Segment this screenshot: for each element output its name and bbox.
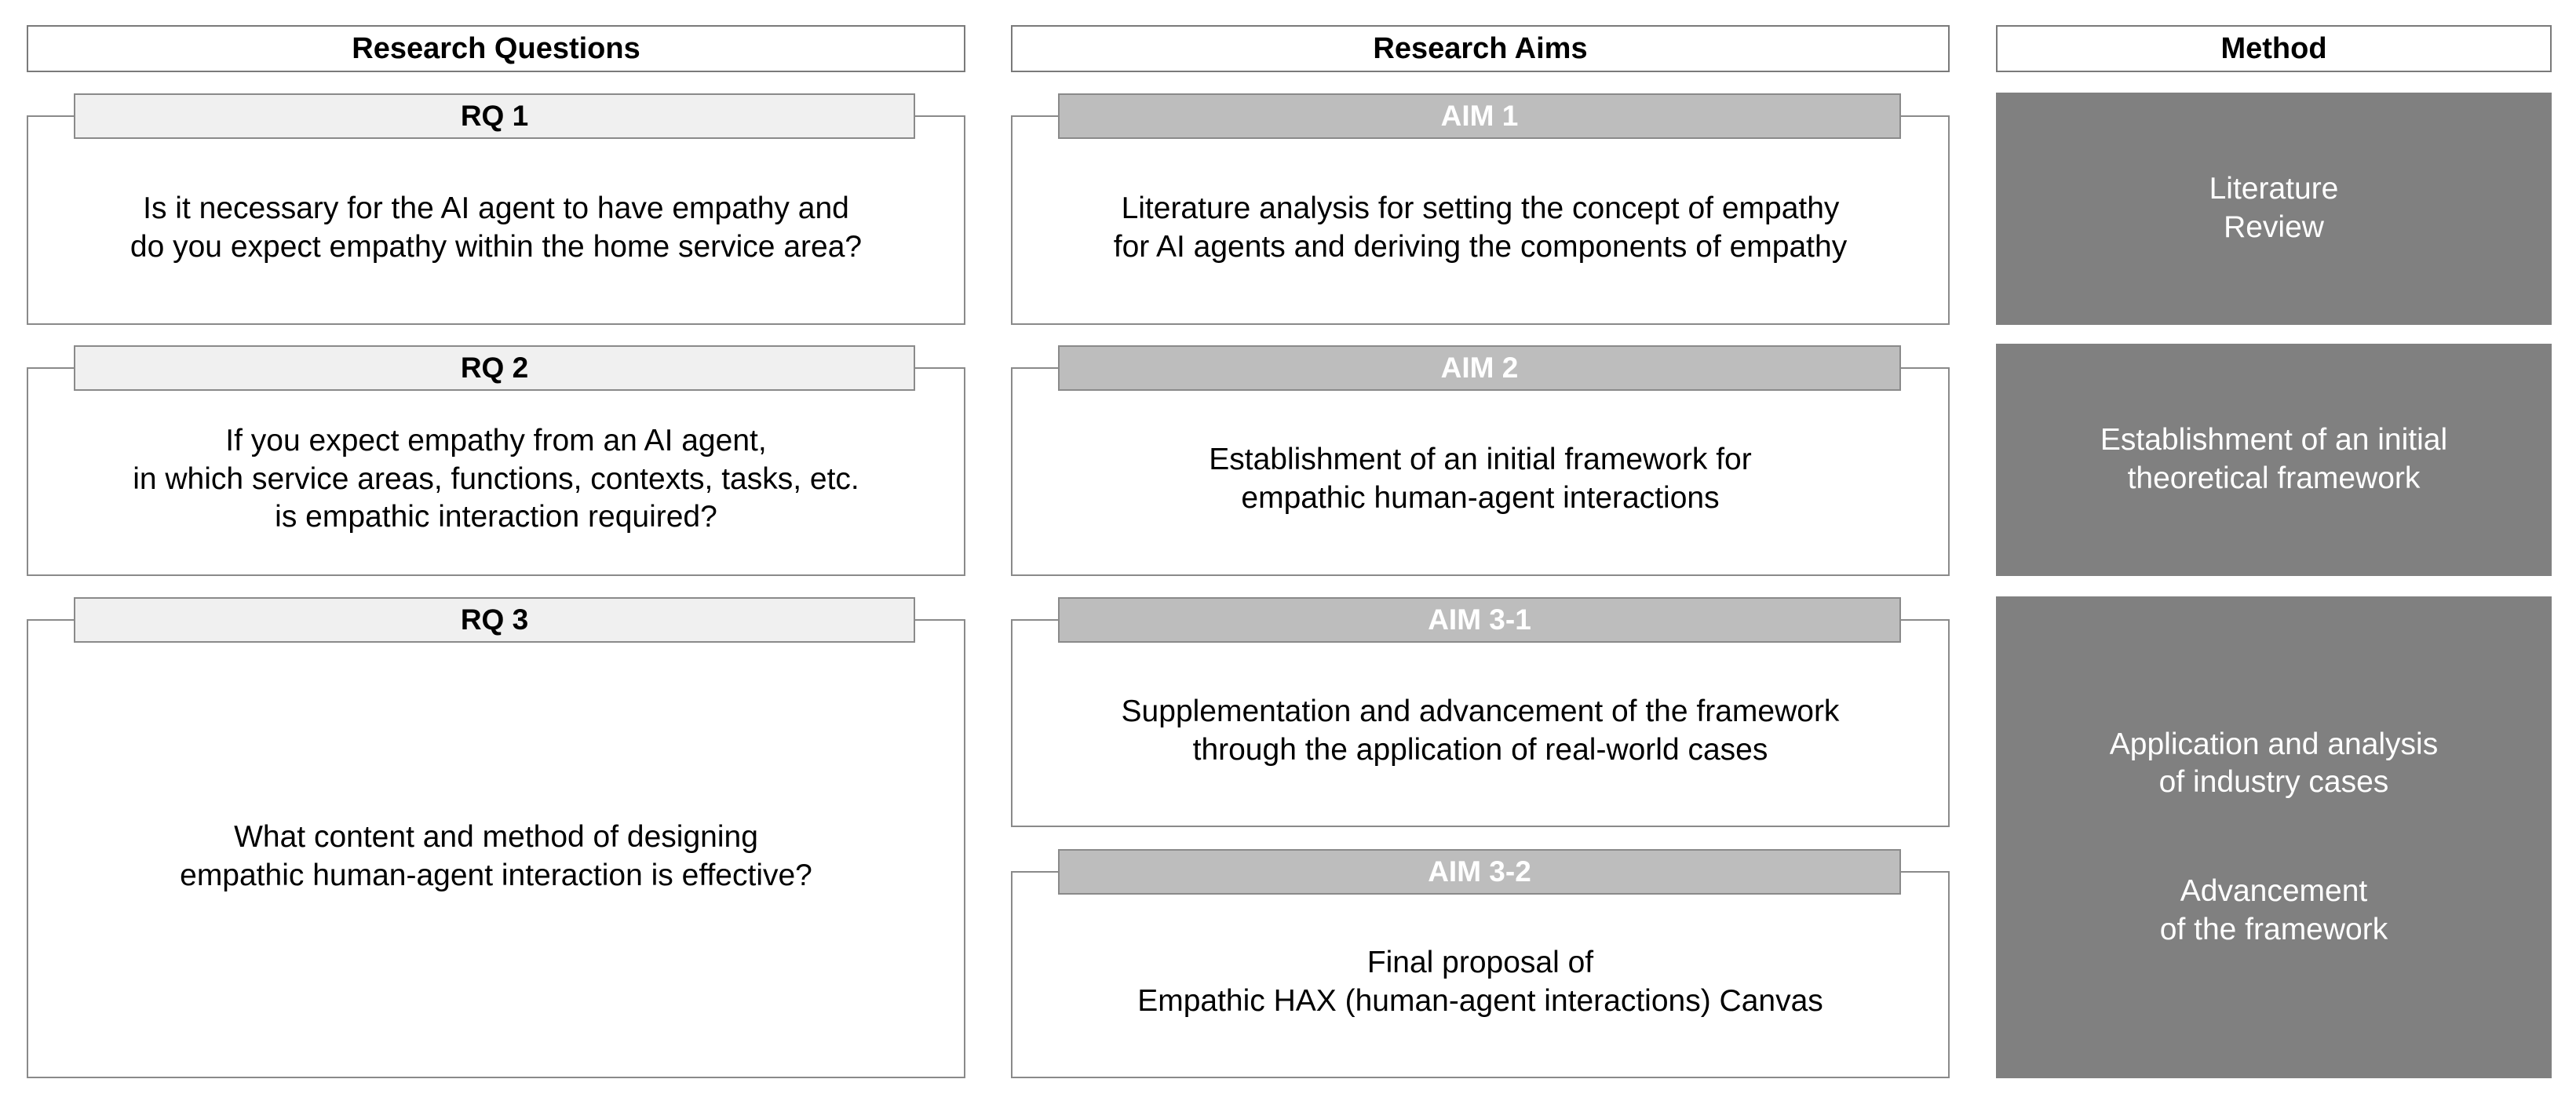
rq-3-line: empathic human-agent interaction is effe… (180, 858, 812, 892)
aim-1-label: AIM 1 (1440, 100, 1519, 132)
rq-2-line: is empathic interaction required? (275, 500, 717, 534)
aim-2-tab: AIM 2 (1058, 345, 1901, 391)
rq-1-label: RQ 1 (460, 100, 529, 132)
rq-1-box: Is it necessary for the AI agent to have… (27, 115, 965, 325)
header-label: Research Aims (1373, 31, 1588, 65)
method-line: of industry cases (2158, 765, 2389, 800)
rq-2-label: RQ 2 (460, 352, 529, 384)
method-line: of the framework (2159, 912, 2388, 946)
aim-3-2-tab: AIM 3-2 (1058, 849, 1901, 895)
aim-2-box: Establishment of an initial framework fo… (1011, 367, 1950, 576)
aim-3-2-line: Final proposal of (1366, 946, 1594, 980)
header-method: Method (1996, 25, 2552, 72)
rq-2-line: in which service areas, functions, conte… (133, 461, 859, 496)
aim-3-1-line: Supplementation and advancement of the f… (1121, 694, 1840, 728)
header-label: Method (2220, 31, 2327, 65)
rq-2-box: If you expect empathy from an AI agent, … (27, 367, 965, 576)
method-line: Advancement (2180, 874, 2368, 908)
rq-1-tab: RQ 1 (74, 93, 915, 139)
aim-3-2-line: Empathic HAX (human-agent interactions) … (1137, 984, 1823, 1018)
header-research-aims: Research Aims (1011, 25, 1950, 72)
method-line: Establishment of an initial (2100, 423, 2448, 458)
rq-1-line: do you expect empathy within the home se… (130, 229, 863, 264)
header-label: Research Questions (352, 31, 640, 65)
aim-3-1-tab: AIM 3-1 (1058, 597, 1901, 643)
aim-3-1-label: AIM 3-1 (1428, 603, 1531, 636)
rq-2-tab: RQ 2 (74, 345, 915, 391)
aim-1-line: for AI agents and deriving the component… (1113, 229, 1848, 264)
aim-3-1-box: Supplementation and advancement of the f… (1011, 619, 1950, 827)
header-research-questions: Research Questions (27, 25, 965, 72)
aim-3-2-box: Final proposal of Empathic HAX (human-ag… (1011, 871, 1950, 1078)
aim-1-tab: AIM 1 (1058, 93, 1901, 139)
method-literature-review: Literature Review (1996, 93, 2552, 325)
aim-1-box: Literature analysis for setting the conc… (1011, 115, 1950, 325)
method-line: Literature (2209, 172, 2339, 206)
aim-3-1-line: through the application of real-world ca… (1192, 732, 1768, 767)
aim-2-line: Establishment of an initial framework fo… (1209, 443, 1752, 477)
aim-1-line: Literature analysis for setting the conc… (1121, 191, 1840, 225)
method-industry-cases: Application and analysis of industry cas… (1996, 596, 2552, 1078)
rq-3-line: What content and method of designing (234, 819, 758, 854)
method-initial-framework: Establishment of an initial theoretical … (1996, 344, 2552, 576)
method-line: theoretical framework (2127, 461, 2421, 495)
aim-2-label: AIM 2 (1440, 352, 1519, 384)
aim-3-2-label: AIM 3-2 (1428, 855, 1531, 888)
rq-3-tab: RQ 3 (74, 597, 915, 643)
rq-1-line: Is it necessary for the AI agent to have… (143, 191, 849, 225)
method-line: Review (2224, 210, 2324, 244)
rq-3-label: RQ 3 (460, 603, 529, 636)
rq-3-box: What content and method of designing emp… (27, 619, 965, 1078)
method-line: Application and analysis (2109, 727, 2439, 761)
aim-2-line: empathic human-agent interactions (1241, 481, 1720, 515)
rq-2-line: If you expect empathy from an AI agent, (225, 423, 767, 458)
